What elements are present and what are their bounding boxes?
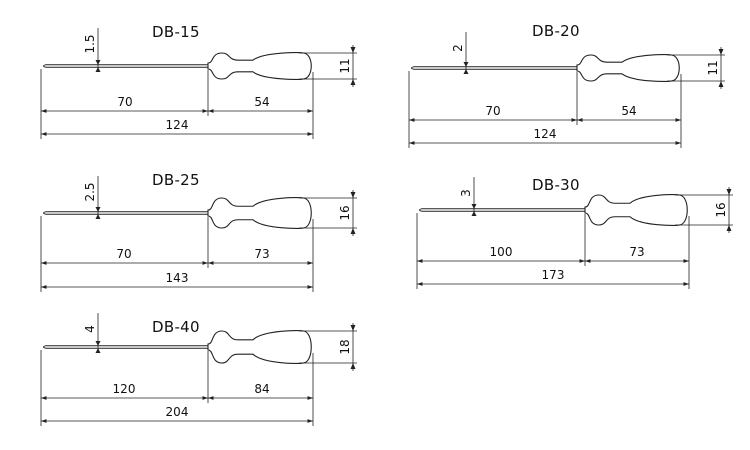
dim-arrow [350, 47, 356, 53]
tip-shape [419, 208, 423, 212]
handle-length-label: 54 [254, 95, 269, 109]
tip-shape [43, 211, 47, 215]
drawing-db-15: DB-15 1.5 11 70 54 124 [40, 23, 357, 139]
drawing-db-30: DB-30 3 16 100 73 173 [416, 176, 733, 289]
tip-size-label: 1.5 [83, 34, 97, 53]
handle-diameter-label: 16 [714, 202, 728, 217]
tip-size-label: 2.5 [83, 182, 97, 201]
handle-shape [207, 197, 312, 229]
shaft-length-label: 70 [117, 95, 132, 109]
dim-arrow [726, 225, 732, 231]
dim-arrow [718, 49, 724, 55]
shaft-length-label: 120 [113, 382, 136, 396]
tip-arrow [463, 62, 469, 67]
handle-diameter-label: 11 [706, 60, 720, 75]
total-length-label: 143 [166, 271, 189, 285]
dim-arrow [350, 228, 356, 234]
tip-shape [411, 66, 415, 70]
tip-arrow [95, 348, 101, 353]
drawing-db-40: DB-40 4 18 120 84 204 [40, 313, 357, 426]
shaft-length-label: 70 [116, 247, 131, 261]
drawing-db-20: DB-20 2 11 70 54 124 [408, 22, 725, 148]
tip-arrow [95, 207, 101, 212]
drawing-db-25: DB-25 2.5 16 70 73 143 [40, 171, 357, 292]
total-length-label: 204 [166, 405, 189, 419]
model-title: DB-15 [152, 23, 200, 41]
handle-length-label: 84 [254, 382, 269, 396]
dim-arrow [350, 79, 356, 85]
tip-arrow [95, 341, 101, 346]
handle-length-label: 73 [629, 245, 644, 259]
tip-arrow [471, 211, 477, 216]
dim-arrow [350, 363, 356, 369]
total-length-label: 124 [166, 118, 189, 132]
model-title: DB-30 [532, 176, 580, 194]
tip-arrow [463, 69, 469, 74]
tip-size-label: 3 [459, 189, 473, 197]
handle-diameter-label: 16 [338, 205, 352, 220]
dim-arrow [718, 81, 724, 87]
tip-size-label: 4 [83, 325, 97, 333]
handle-length-label: 54 [621, 104, 636, 118]
dim-arrow [350, 325, 356, 331]
tip-shape [43, 64, 47, 68]
model-title: DB-20 [532, 22, 580, 40]
tip-size-label: 2 [451, 44, 465, 52]
handle-diameter-label: 11 [338, 58, 352, 73]
tip-arrow [95, 214, 101, 219]
handle-length-label: 73 [254, 247, 269, 261]
tip-arrow [471, 204, 477, 209]
dim-arrow [726, 189, 732, 195]
total-length-label: 124 [534, 127, 557, 141]
tip-shape [43, 345, 47, 349]
handle-diameter-label: 18 [338, 339, 352, 354]
model-title: DB-25 [152, 171, 200, 189]
tip-arrow [95, 67, 101, 72]
handle-shape [584, 194, 688, 226]
tip-arrow [95, 60, 101, 65]
handle-shape [207, 330, 312, 364]
shaft-length-label: 100 [490, 245, 513, 259]
shaft-length-label: 70 [485, 104, 500, 118]
model-title: DB-40 [152, 318, 200, 336]
dim-arrow [350, 192, 356, 198]
total-length-label: 173 [542, 268, 565, 282]
handle-shape [576, 53, 680, 83]
handle-shape [207, 51, 312, 81]
